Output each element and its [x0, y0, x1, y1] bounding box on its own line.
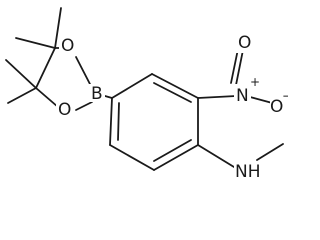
oxygen-top-label: O	[61, 36, 74, 56]
bond-ring-boron	[104, 95, 113, 99]
bond-ring-carbon-carbon	[35, 47, 56, 89]
ring-bond-c5-c6	[109, 144, 155, 171]
ring-double-bond-c2-c3	[153, 82, 192, 103]
nitro-oxygen-single-label: O	[270, 97, 283, 117]
boron-label: B	[91, 84, 103, 104]
nitro-oxygen-double-mask	[236, 33, 253, 53]
methyl-bond-top-1	[54, 7, 62, 49]
bond-oxygen-bottom-carbon	[35, 87, 59, 108]
amine-label: NH	[235, 162, 261, 182]
ring-bond-c4-c5	[153, 144, 199, 171]
chemical-structure: B O O N + O O − NH	[5, 7, 288, 183]
bond-nitro-oxygen-double-a	[235, 49, 244, 86]
nitro-oxygen-double-label: O	[238, 33, 251, 53]
oxygen-bottom-label: O	[58, 100, 71, 120]
atom-labels: B O O N + O O − NH	[56, 33, 288, 183]
methyl-bond-bottom-2	[7, 87, 37, 104]
ring-bond-c2-c3	[151, 73, 199, 99]
bond-boron-oxygen-bottom	[75, 101, 93, 111]
bond-ring-nitro-nitrogen	[197, 95, 237, 99]
ring-bond-c1-c2	[111, 73, 153, 99]
bond-boron-oxygen-top	[75, 56, 93, 89]
bond-ring-amine	[197, 144, 235, 168]
ring-double-bond-c4-c5	[153, 139, 192, 162]
nitro-positive-charge: +	[250, 75, 260, 89]
oxygen-top-mask	[59, 36, 75, 56]
bond-nitro-oxygen-double-b	[230, 48, 239, 84]
methyl-bond-top-2	[15, 37, 56, 49]
oxygen-bottom-mask	[56, 100, 72, 120]
bond-amine-methyl	[256, 143, 284, 161]
amine-mask	[234, 161, 261, 183]
nitro-oxygen-single-mask	[270, 96, 288, 118]
ring-double-bond-c6-c1	[117, 102, 120, 141]
boron-mask	[89, 84, 105, 102]
methyl-bond-bottom-1	[5, 59, 37, 89]
ring-bond-c6-c1	[109, 97, 113, 146]
nitro-negative-charge: −	[282, 89, 288, 103]
nitro-nitrogen-mask	[234, 84, 251, 106]
nitro-nitrogen-label: N	[236, 86, 249, 106]
